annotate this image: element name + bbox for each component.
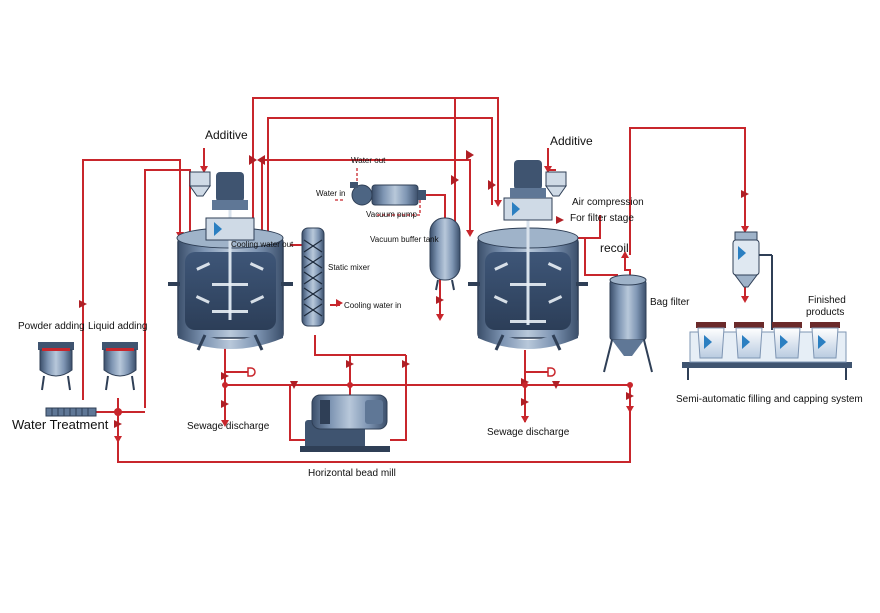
vacuum-pump	[350, 182, 426, 206]
bag-filter-label: Bag filter	[650, 297, 690, 308]
sample-points	[247, 367, 556, 377]
air-compression-label: Air compression	[572, 197, 644, 208]
static-mixer-label: Static mixer	[328, 263, 370, 272]
recoil-label: recoil	[600, 241, 629, 255]
right-reactor	[468, 160, 588, 351]
water-treatment-pipe	[45, 407, 97, 417]
water-out-label: Water out	[351, 156, 386, 165]
additive-label-right: Additive	[550, 134, 593, 148]
water-treatment-label: Water Treatment	[12, 417, 109, 432]
bag-filter	[603, 274, 653, 373]
horizontal-bead-mill-label: Horizontal bead mill	[308, 468, 396, 479]
left-reactor	[168, 171, 293, 351]
vacuum-buffer-tank	[429, 217, 461, 291]
liquid-adding-label: Liquid adding	[88, 321, 148, 332]
bead-mill	[300, 394, 390, 452]
vacuum-lines	[335, 168, 421, 216]
cooling-water-in-label: Cooling water in	[344, 301, 402, 310]
vacuum-pump-label: Vacuum pump	[366, 210, 417, 219]
filling-machine	[732, 231, 773, 330]
finished-products-label-1: Finished	[808, 295, 846, 306]
product-containers	[696, 322, 840, 359]
finished-products-label-2: products	[806, 307, 845, 318]
filling-system-label: Semi-automatic filling and capping syste…	[676, 394, 863, 405]
water-in-label: Water in	[316, 189, 346, 198]
junctions	[114, 382, 633, 416]
sewage-discharge-label-right: Sewage discharge	[487, 427, 570, 438]
additive-label-left: Additive	[205, 128, 248, 142]
powder-tank	[38, 342, 74, 391]
powder-adding-label: Powder adding	[18, 321, 85, 332]
for-filter-stage-label: For filter stage	[570, 213, 634, 224]
vacuum-buffer-tank-label: Vacuum buffer tank	[370, 235, 439, 244]
cooling-water-out-label: Cooling water out	[231, 240, 294, 249]
liquid-tank	[102, 342, 138, 391]
sewage-discharge-label-left: Sewage discharge	[187, 421, 270, 432]
static-mixer	[301, 227, 325, 327]
